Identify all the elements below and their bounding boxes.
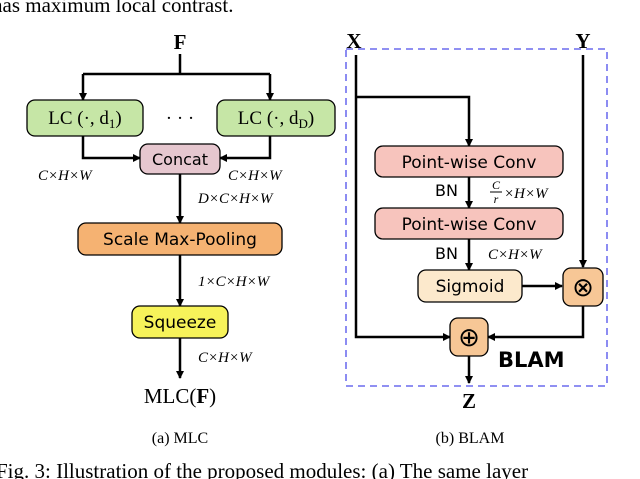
svg-text:C: C (492, 178, 501, 192)
mlc-subcaption: (a) MLC (152, 430, 208, 447)
dim-right: C×H×W (228, 168, 283, 184)
scale-max-pooling-label: Scale Max-Pooling (103, 230, 257, 250)
sigmoid-label: Sigmoid (436, 277, 505, 297)
lc-right-box (216, 99, 336, 137)
dim-reduced: C r ×H×W (490, 178, 549, 206)
dim-left: C×H×W (38, 168, 93, 184)
bn-2-label: BN (435, 244, 458, 263)
dim-pool: 1×C×H×W (198, 274, 271, 290)
blam-diagram: X Y Point-wise Conv BN C r ×H×W Point-wi… (345, 29, 608, 447)
lc-left-box (26, 99, 144, 137)
caption-bottom: Fig. 3: Illustration of the proposed mod… (0, 459, 528, 479)
dots: · · · (166, 108, 194, 129)
bn-1-label: BN (435, 181, 458, 200)
svg-text:×H×W: ×H×W (504, 186, 549, 202)
lc-right-label: LC (·, dD) (238, 108, 314, 131)
caption-top: has maximum local contrast. (0, 0, 233, 17)
mlc-input-label: F (174, 30, 187, 54)
squeeze-label: Squeeze (144, 313, 217, 333)
blam-input-x: X (346, 29, 361, 53)
blam-title: BLAM (498, 348, 565, 372)
blam-output-z: Z (462, 389, 476, 413)
multiply-icon: ⊗ (572, 273, 594, 303)
lc-left-label: LC (·, d1) (48, 108, 122, 131)
dim-concat: D×C×H×W (197, 191, 274, 207)
blam-input-y: Y (575, 29, 590, 53)
concat-label: Concat (152, 150, 208, 169)
svg-text:r: r (494, 192, 499, 206)
pointwise-conv-1-label: Point-wise Conv (402, 153, 537, 173)
blam-subcaption: (b) BLAM (436, 430, 505, 447)
mlc-diagram: F LC (·, d1) · · · LC (·, dD) Concat C×H… (26, 30, 336, 447)
mlc-output-label: MLC(F) (144, 384, 216, 408)
dim-2: C×H×W (488, 247, 543, 263)
add-icon: ⊕ (458, 323, 480, 353)
pointwise-conv-2-label: Point-wise Conv (402, 215, 537, 235)
dim-squeeze: C×H×W (198, 350, 253, 366)
